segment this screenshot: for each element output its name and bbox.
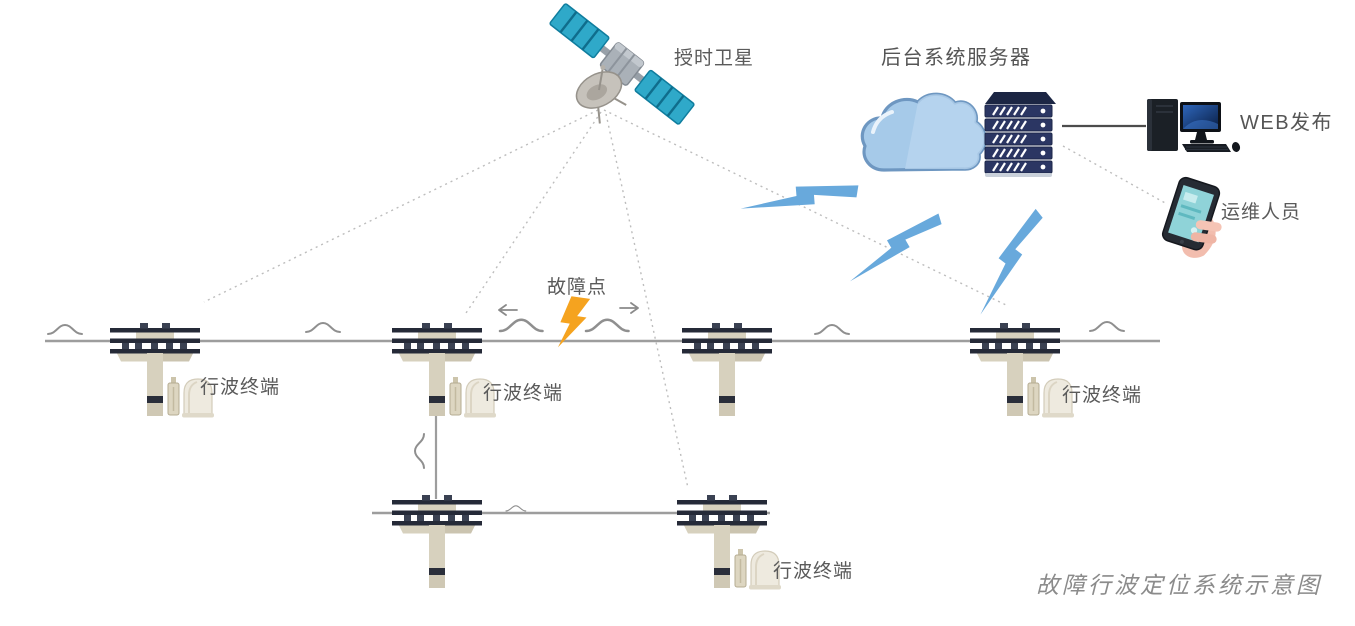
wave-symbol-5 bbox=[505, 505, 527, 512]
wave-symbol-3 bbox=[814, 324, 850, 335]
fault-arrow-right bbox=[619, 302, 639, 314]
cloud-icon bbox=[860, 92, 987, 172]
satellite-icon bbox=[549, 3, 695, 125]
fault-bolt-icon bbox=[557, 296, 591, 348]
smartphone-in-hand-icon bbox=[1161, 176, 1222, 258]
terminal-label-3: 行波终端 bbox=[1062, 385, 1143, 406]
terminal-label-2: 行波终端 bbox=[483, 383, 564, 404]
server-phone-link-line bbox=[1062, 145, 1168, 205]
desktop-computer-icon bbox=[1147, 99, 1241, 152]
wave-symbol-4 bbox=[1089, 321, 1125, 332]
gps-link-line-3 bbox=[605, 113, 689, 489]
fault-wave-left bbox=[498, 318, 544, 333]
tower-3 bbox=[682, 323, 772, 416]
server-rack-icon bbox=[983, 92, 1056, 177]
wave-symbol-2 bbox=[305, 322, 341, 333]
satellite-dish bbox=[575, 65, 627, 124]
ops-staff-label: 运维人员 bbox=[1221, 202, 1302, 223]
gps-link-line-1 bbox=[203, 109, 599, 303]
wave-symbol-1 bbox=[47, 324, 83, 335]
terminal-label-1: 行波终端 bbox=[200, 377, 281, 398]
fault-wave-right bbox=[584, 318, 630, 333]
fault-arrow-left bbox=[498, 304, 518, 316]
comm-bolt-1 bbox=[740, 157, 863, 246]
terminal-label-4: 行波终端 bbox=[773, 561, 854, 582]
diagram-caption: 故障行波定位系统示意图 bbox=[1036, 573, 1322, 598]
satellite-label: 授时卫星 bbox=[674, 48, 755, 69]
web-publish-label: WEB发布 bbox=[1240, 112, 1334, 134]
tower-5 bbox=[392, 495, 482, 588]
gps-link-line-2 bbox=[463, 111, 602, 317]
comm-bolt-3 bbox=[980, 202, 1045, 324]
wave-symbol-vertical bbox=[414, 433, 425, 469]
fault-point-label: 故障点 bbox=[547, 277, 608, 298]
comm-bolt-2 bbox=[849, 196, 946, 305]
backend-label: 后台系统服务器 bbox=[881, 47, 1032, 69]
